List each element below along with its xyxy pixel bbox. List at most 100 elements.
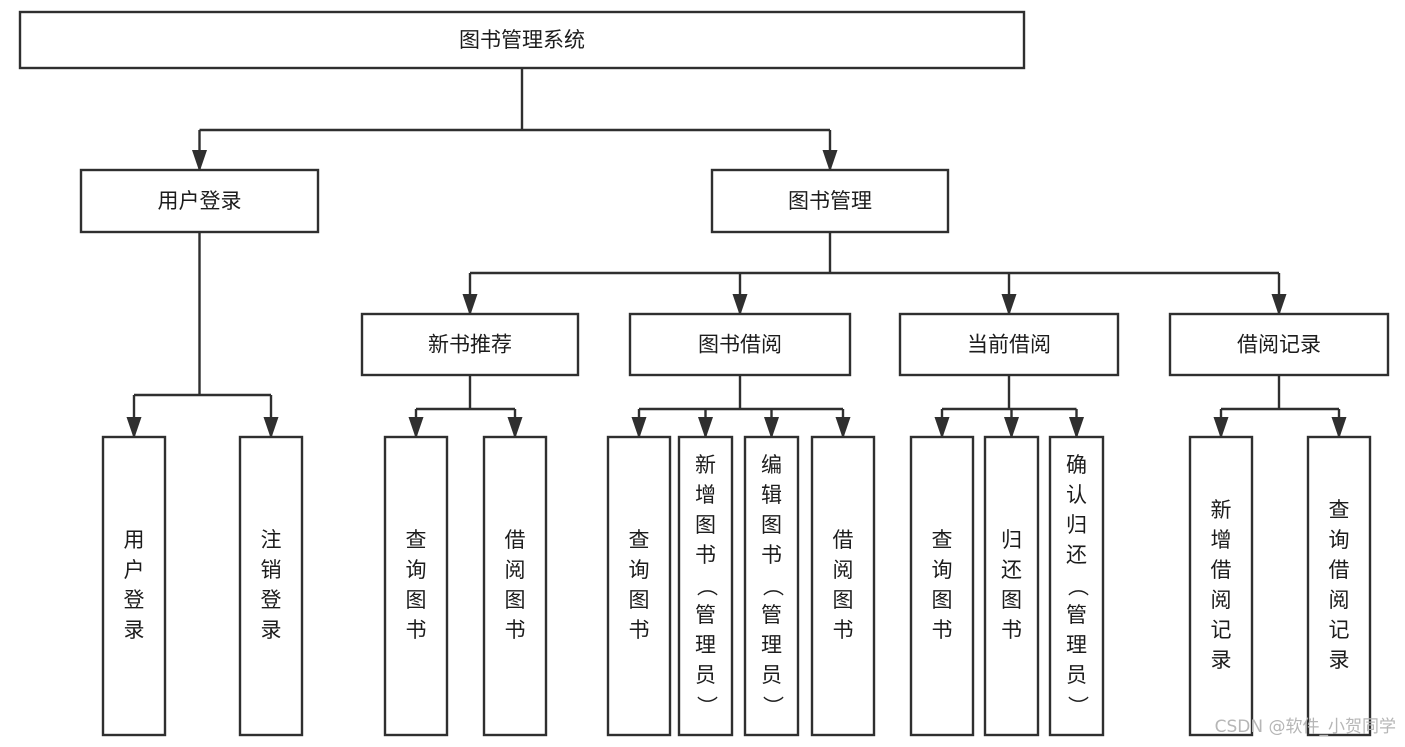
node-level2[interactable]: 用户登录 — [79, 168, 320, 234]
arrow-head-icon — [1001, 294, 1017, 316]
svg-text:归: 归 — [1001, 528, 1022, 552]
node-box[interactable] — [1188, 435, 1254, 737]
svg-text:录: 录 — [261, 618, 282, 642]
node-label: 新书推荐 — [428, 333, 512, 357]
node-label: 图书管理 — [788, 189, 872, 213]
svg-text:书: 书 — [406, 618, 427, 642]
node-box[interactable] — [606, 435, 672, 737]
node-box[interactable] — [1306, 435, 1372, 737]
node-box[interactable] — [482, 435, 548, 737]
node-box[interactable] — [1048, 435, 1105, 737]
connector-group — [462, 232, 1287, 316]
svg-text:查: 查 — [629, 528, 650, 552]
node-box[interactable] — [360, 312, 580, 377]
svg-text:管: 管 — [1066, 603, 1087, 627]
node-box[interactable] — [743, 435, 800, 737]
node-level3[interactable]: 借阅记录 — [1168, 312, 1390, 377]
arrow-head-icon — [1271, 294, 1287, 316]
node-box[interactable] — [101, 435, 167, 737]
node-box[interactable] — [909, 435, 975, 737]
svg-text:书: 书 — [833, 618, 854, 642]
node-label: 借阅记录 — [1237, 333, 1321, 357]
svg-text:询: 询 — [1329, 528, 1350, 552]
svg-text:书: 书 — [932, 618, 953, 642]
svg-text:员: 员 — [1066, 663, 1087, 687]
node-root[interactable]: 图书管理系统 — [18, 10, 1026, 70]
node-box[interactable] — [898, 312, 1120, 377]
connector-group — [408, 375, 523, 439]
node-box[interactable] — [983, 435, 1040, 737]
svg-text:认: 认 — [1066, 483, 1087, 507]
node-box[interactable] — [18, 10, 1026, 70]
node-label: 图书借阅 — [698, 333, 782, 357]
arrow-head-icon — [631, 417, 647, 439]
node-leaf[interactable]: 用户登录 — [101, 435, 167, 737]
node-level3[interactable]: 新书推荐 — [360, 312, 580, 377]
node-box[interactable] — [1168, 312, 1390, 377]
arrow-head-icon — [126, 417, 142, 439]
node-box[interactable] — [383, 435, 449, 737]
arrow-head-icon — [1069, 417, 1084, 439]
node-box[interactable] — [810, 435, 876, 737]
svg-text:（: （ — [695, 576, 719, 597]
node-box[interactable] — [238, 435, 304, 737]
svg-text:书: 书 — [1001, 618, 1022, 642]
node-box[interactable] — [79, 168, 320, 234]
svg-text:归: 归 — [1066, 513, 1087, 537]
arrow-head-icon — [835, 417, 851, 439]
node-level2[interactable]: 图书管理 — [710, 168, 950, 234]
node-label: 图书管理系统 — [459, 28, 585, 52]
connector-group — [934, 375, 1084, 439]
svg-text:图: 图 — [833, 588, 854, 612]
svg-text:图: 图 — [932, 588, 953, 612]
svg-text:图: 图 — [695, 513, 716, 537]
arrow-head-icon — [764, 417, 779, 439]
svg-text:图: 图 — [761, 513, 782, 537]
arrow-head-icon — [263, 417, 279, 439]
svg-text:图: 图 — [629, 588, 650, 612]
node-box[interactable] — [628, 312, 852, 377]
node-box[interactable] — [677, 435, 734, 737]
connector-group — [126, 232, 279, 439]
node-box[interactable] — [710, 168, 950, 234]
svg-text:辑: 辑 — [761, 483, 782, 507]
arrow-head-icon — [1004, 417, 1019, 439]
arrow-head-icon — [1213, 417, 1229, 439]
svg-text:录: 录 — [1211, 648, 1232, 672]
arrow-head-icon — [698, 417, 713, 439]
svg-text:还: 还 — [1001, 558, 1022, 582]
svg-text:阅: 阅 — [1329, 588, 1350, 612]
svg-text:图: 图 — [1001, 588, 1022, 612]
arrow-head-icon — [408, 417, 424, 439]
svg-text:书: 书 — [695, 543, 716, 567]
svg-text:理: 理 — [761, 633, 782, 657]
svg-text:阅: 阅 — [1211, 588, 1232, 612]
svg-text:编: 编 — [761, 453, 782, 477]
svg-text:注: 注 — [261, 528, 282, 552]
svg-text:录: 录 — [1329, 648, 1350, 672]
node-level3[interactable]: 图书借阅 — [628, 312, 852, 377]
svg-text:录: 录 — [124, 618, 145, 642]
node-level3[interactable]: 当前借阅 — [898, 312, 1120, 377]
svg-text:（: （ — [1066, 576, 1090, 597]
svg-text:登: 登 — [124, 588, 145, 612]
svg-text:询: 询 — [406, 558, 427, 582]
svg-text:借: 借 — [1211, 558, 1232, 582]
connector-group — [192, 68, 838, 172]
